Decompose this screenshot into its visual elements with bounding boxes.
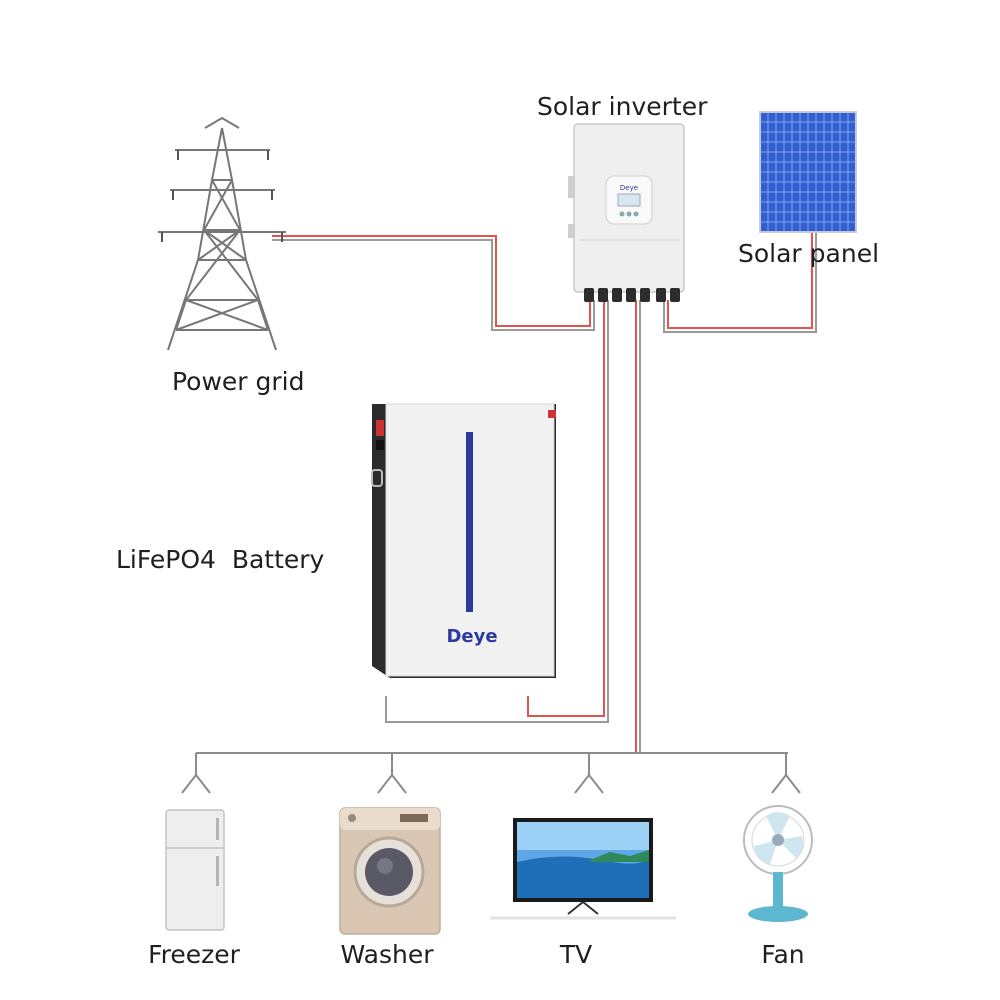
power-grid-label: Power grid	[172, 367, 305, 396]
solar-panel-icon	[759, 111, 857, 233]
fan-icon	[743, 805, 813, 922]
washer-icon	[339, 807, 441, 935]
grid-wire-red	[272, 235, 591, 327]
solar-inverter-icon: Deye	[568, 123, 685, 302]
grid-wire-gray	[272, 239, 595, 331]
panel-wire-red	[667, 232, 813, 329]
solar-inverter-label: Solar inverter	[537, 92, 708, 121]
tv-label: TV	[559, 940, 593, 969]
wiring	[181, 232, 817, 794]
fan-label: Fan	[761, 940, 805, 969]
svg-text:Deye: Deye	[620, 184, 638, 192]
solar-panel-label: Solar panel	[738, 239, 880, 268]
battery-wire-red	[527, 300, 605, 717]
washer-label: Washer	[340, 940, 434, 969]
power-tower-icon	[158, 116, 286, 351]
freezer-label: Freezer	[148, 940, 240, 969]
battery-wire-gray	[385, 300, 609, 723]
battery-icon: Deye	[371, 403, 556, 678]
freezer-icon	[165, 809, 225, 931]
battery-label: LiFePO4 Battery	[116, 545, 325, 574]
svg-text:Deye: Deye	[446, 626, 497, 647]
tv-icon	[490, 818, 676, 920]
panel-wire-gray	[663, 232, 817, 333]
